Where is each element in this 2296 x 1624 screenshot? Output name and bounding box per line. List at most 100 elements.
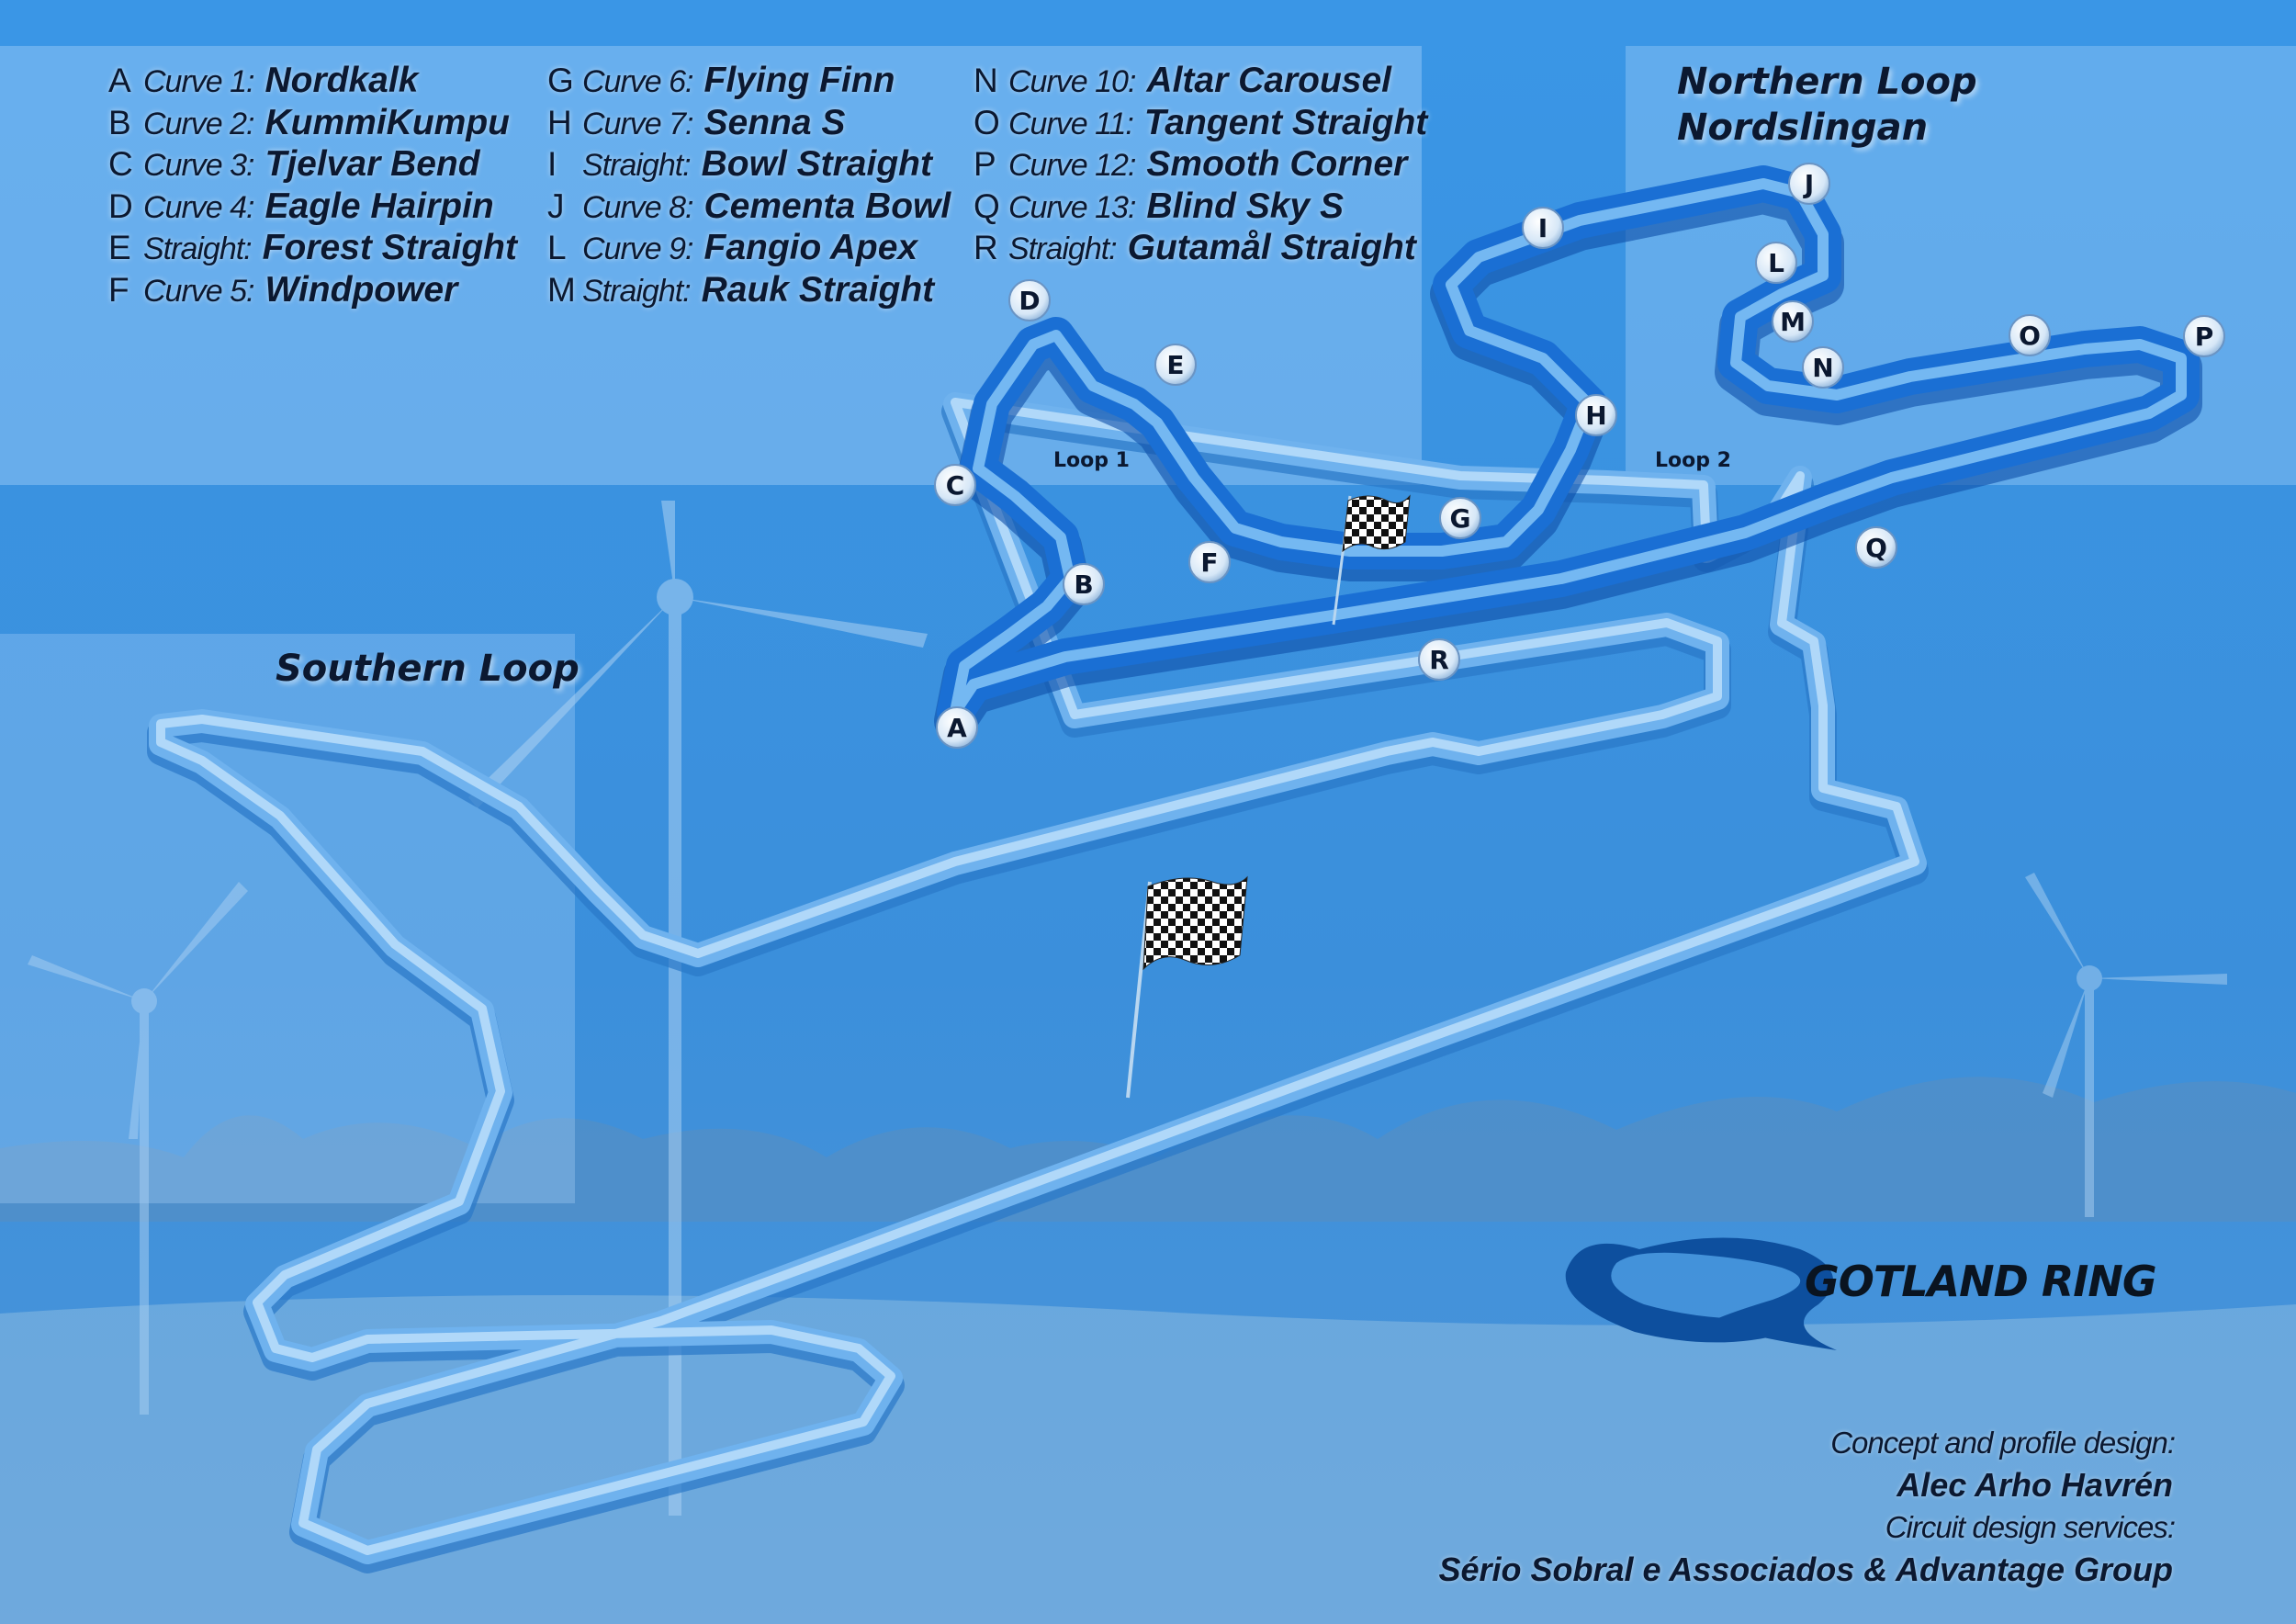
legend-feature-name: Flying Finn (703, 61, 895, 100)
legend-letter: N (974, 62, 998, 99)
services-label: Circuit design services: (1885, 1510, 2176, 1544)
marker-letter: H (1585, 400, 1606, 431)
marker-h: H (1575, 394, 1617, 436)
marker-b: B (1063, 563, 1105, 605)
concept-label: Concept and profile design: (1830, 1426, 2176, 1460)
northern-loop-title: Northern Loop (1677, 61, 1977, 103)
marker-d: D (1008, 279, 1051, 321)
legend-letter: R (974, 229, 998, 266)
legend-letter: O (974, 103, 1000, 141)
legend-letter: D (108, 186, 133, 225)
legend-kind: Curve 7: (582, 106, 693, 141)
marker-e: E (1154, 344, 1197, 386)
legend-feature-name: Tjelvar Bend (264, 144, 480, 184)
marker-a: A (936, 706, 978, 749)
marker-c: C (934, 464, 976, 506)
legend-letter: E (108, 229, 131, 266)
circle-marker-icon (1522, 207, 1564, 249)
marker-letter: D (1019, 286, 1040, 316)
legend-feature-name: KummiKumpu (264, 102, 511, 142)
services-name: Sério Sobral e Associados & Advantage Gr… (1438, 1551, 2173, 1588)
southern-loop-title: Southern Loop (276, 648, 580, 690)
marker-letter: E (1166, 350, 1184, 380)
legend-letter: Q (974, 186, 1000, 225)
legend-kind: Curve 1: (143, 64, 254, 99)
wind-turbine-icon (468, 501, 928, 1516)
legend-kind: Curve 8: (582, 189, 693, 225)
legend-letter: P (974, 145, 996, 183)
marker-letter: B (1074, 570, 1093, 600)
marker-n: N (1802, 346, 1844, 389)
marker-q: Q (1855, 526, 1897, 569)
marker-letter: G (1450, 503, 1471, 534)
legend-kind: Straight: (143, 231, 253, 266)
legend-kind: Curve 2: (143, 106, 254, 141)
marker-letter: A (947, 713, 967, 743)
legend-letter: L (547, 229, 567, 266)
circle-marker-icon (2009, 314, 2051, 356)
legend-feature-name: Bowl Straight (701, 144, 932, 184)
legend-feature-name: Tangent Straight (1143, 102, 1428, 142)
legend-item-c: C Curve 3: Tjelvar Bend (108, 144, 480, 185)
wind-turbine-icon (2025, 873, 2227, 1217)
legend-kind: Curve 12: (1008, 148, 1136, 183)
circle-marker-icon (936, 706, 978, 749)
circle-marker-icon (1802, 346, 1844, 389)
marker-o: O (2009, 314, 2051, 356)
circle-marker-icon (1188, 541, 1231, 583)
legend-kind: Curve 4: (143, 189, 254, 225)
circle-marker-icon (1755, 242, 1797, 284)
legend-item-n: N Curve 10: Altar Carousel (974, 61, 1391, 101)
legend-kind: Straight: (582, 148, 692, 183)
marker-letter: R (1429, 645, 1449, 675)
legend-kind: Curve 3: (143, 148, 254, 183)
marker-letter: M (1780, 307, 1806, 337)
circle-marker-icon (1008, 279, 1051, 321)
circle-marker-icon (1063, 563, 1105, 605)
circle-marker-icon (1439, 497, 1481, 539)
brand-name: GOTLAND RING (1805, 1257, 2157, 1306)
marker-letter: O (2019, 321, 2041, 351)
legend-feature-name: Eagle Hairpin (264, 186, 494, 226)
legend-feature-name: Fangio Apex (703, 228, 918, 267)
legend-letter: C (108, 145, 133, 183)
marker-letter: J (1803, 169, 1814, 199)
legend-feature-name: Blind Sky S (1146, 186, 1344, 226)
legend-letter: H (547, 103, 572, 141)
legend-kind: Curve 11: (1008, 106, 1134, 141)
wind-turbine-icon (28, 882, 248, 1415)
marker-i: I (1522, 207, 1564, 249)
forest-background (0, 1077, 2296, 1624)
marker-letter: Q (1865, 533, 1887, 563)
legend-kind: Curve 6: (582, 64, 693, 99)
marker-letter: I (1538, 213, 1548, 243)
circle-marker-icon (1154, 344, 1197, 386)
legend-feature-name: Rauk Straight (701, 269, 935, 310)
legend-kind: Curve 10: (1008, 64, 1136, 99)
legend-letter: B (108, 103, 131, 141)
legend-feature-name: Altar Carousel (1146, 61, 1391, 100)
marker-letter: F (1200, 547, 1218, 578)
legend-feature-name: Windpower (264, 269, 458, 310)
legend-letter: G (547, 62, 574, 99)
marker-g: G (1439, 497, 1481, 539)
marker-j: J (1788, 163, 1830, 205)
circle-marker-icon (1575, 394, 1617, 436)
loop2-label: Loop 2 (1655, 449, 1731, 472)
marker-letter: P (2195, 321, 2214, 352)
marker-l: L (1755, 242, 1797, 284)
concept-name: Alec Arho Havrén (1896, 1466, 2173, 1504)
